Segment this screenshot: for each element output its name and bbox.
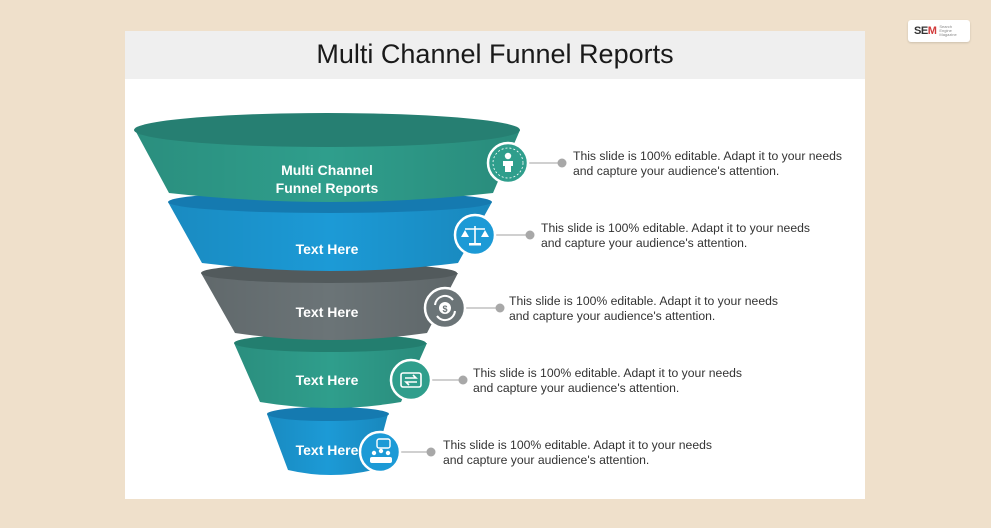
scales-icon: [453, 213, 497, 257]
funnel-segment-2: [168, 191, 492, 271]
svg-text:$: $: [442, 304, 447, 314]
sem-logo: SEM Search Engine Magazine: [908, 20, 970, 42]
funnel-description-3-line2: and capture your audience's attention.: [509, 309, 716, 323]
logo-mark: SEM: [914, 25, 937, 37]
funnel-description-1: This slide is 100% editable. Adapt it to…: [573, 149, 863, 179]
meeting-chat-icon: [358, 430, 402, 474]
funnel-segment-1: [134, 113, 520, 202]
funnel-description-1-line1: This slide is 100% editable. Adapt it to…: [573, 149, 842, 163]
funnel-label-1-line2: Funnel Reports: [275, 180, 379, 196]
connector-dot-2: [525, 230, 535, 240]
funnel-description-5-line2: and capture your audience's attention.: [443, 453, 650, 467]
connectors: [400, 162, 562, 453]
logo-mark-se: SE: [914, 25, 928, 37]
funnel-segment-4-top: [234, 334, 426, 352]
funnel-segment-5: [267, 407, 389, 475]
funnel-description-5-line1: This slide is 100% editable. Adapt it to…: [443, 438, 712, 452]
funnel-description-5: This slide is 100% editable. Adapt it to…: [443, 438, 733, 468]
connector-dot-5: [426, 447, 436, 457]
funnel-label-1: Multi Channel Funnel Reports: [227, 161, 427, 197]
connector-dot-3: [495, 303, 505, 313]
funnel-description-2: This slide is 100% editable. Adapt it to…: [541, 221, 831, 251]
funnel-description-4: This slide is 100% editable. Adapt it to…: [473, 366, 763, 396]
logo-mark-m: M: [927, 25, 937, 37]
funnel-description-1-line2: and capture your audience's attention.: [573, 164, 780, 178]
funnel-description-4-line1: This slide is 100% editable. Adapt it to…: [473, 366, 742, 380]
person-icon: [486, 141, 530, 185]
exchange-icon: [389, 358, 433, 402]
funnel-segment-3: [201, 263, 458, 340]
dollar-cycle-icon: $: [423, 286, 467, 330]
funnel-label-5: Text Here: [295, 442, 359, 458]
funnel-description-3-line1: This slide is 100% editable. Adapt it to…: [509, 294, 778, 308]
funnel-segment-4: [234, 334, 427, 408]
funnel-description-2-line2: and capture your audience's attention.: [541, 236, 748, 250]
slide: Multi Channel Funnel Reports: [125, 31, 865, 499]
funnel-description-4-line2: and capture your audience's attention.: [473, 381, 680, 395]
connector-dot-1: [557, 158, 567, 168]
funnel-segment-5-top: [267, 407, 389, 421]
connector-dots: [426, 158, 567, 457]
funnel-label-2: Text Here: [295, 241, 359, 257]
connector-dot-4: [458, 375, 468, 385]
funnel-segment-1-top: [134, 113, 520, 147]
logo-subtitle: Search Engine Magazine: [939, 24, 957, 37]
funnel-description-2-line1: This slide is 100% editable. Adapt it to…: [541, 221, 810, 235]
funnel-diagram: $: [134, 113, 567, 475]
funnel-description-3: This slide is 100% editable. Adapt it to…: [509, 294, 799, 324]
slide-title: Multi Channel Funnel Reports: [316, 39, 674, 69]
title-bar: [125, 31, 865, 79]
funnel-label-1-line1: Multi Channel: [281, 162, 373, 178]
funnel-label-3: Text Here: [295, 304, 359, 320]
funnel-label-4: Text Here: [295, 372, 359, 388]
